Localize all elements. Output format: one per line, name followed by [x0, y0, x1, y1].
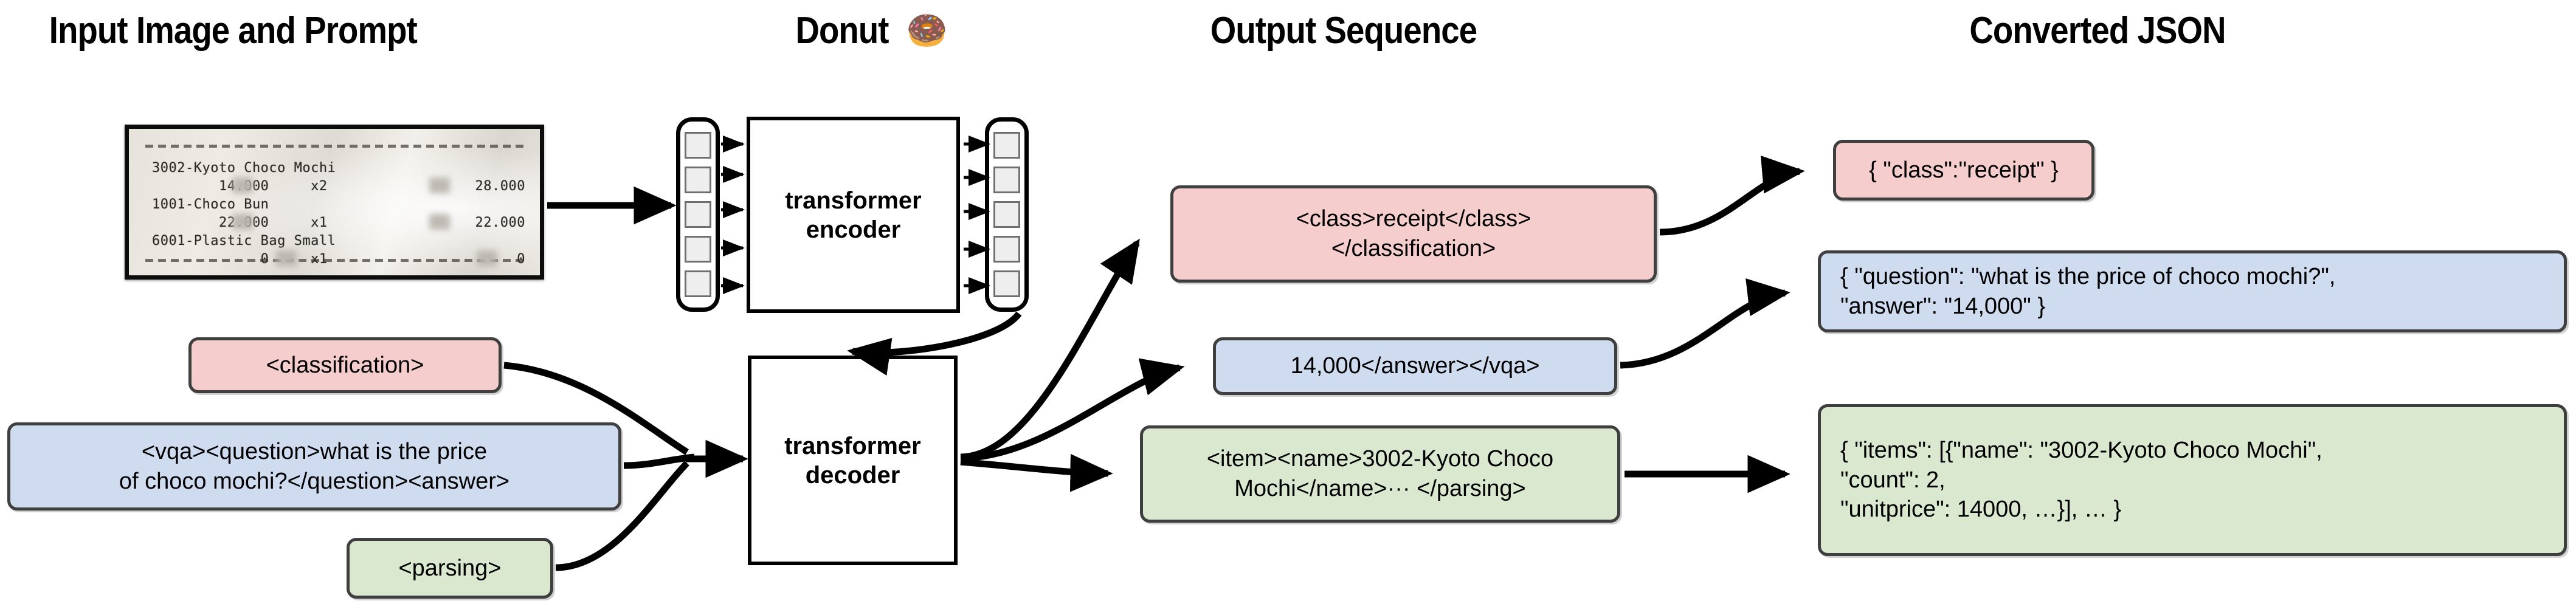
encoder-output-token	[993, 201, 1020, 228]
arrow-output-vqa-to-json	[1620, 278, 1790, 369]
receipt-redaction	[477, 250, 497, 266]
receipt-line: 0 x1	[152, 252, 328, 267]
encoder-output-token	[993, 236, 1020, 263]
input-receipt-image: 3002-Kyoto Choco Mochi 14.000 x2 1001-Ch…	[125, 125, 544, 280]
json-vqa-box: { "question": "what is the price of choc…	[1818, 250, 2567, 332]
receipt-redaction	[429, 214, 450, 230]
output-classification-box: <class>receipt</class> </classification>	[1170, 185, 1657, 283]
encoder-output-token-strip	[985, 117, 1029, 312]
encoder-input-token	[685, 270, 711, 298]
arrows-input-tokens-to-encoder	[721, 135, 745, 294]
arrow-output-classification-to-json	[1659, 156, 1805, 236]
receipt-redaction	[276, 250, 297, 266]
output-parsing-box: <item><name>3002-Kyoto Choco Mochi</name…	[1140, 425, 1620, 523]
encoder-input-token-strip	[676, 117, 720, 312]
receipt-redaction	[429, 177, 450, 193]
transformer-encoder-box: transformer encoder	[747, 117, 960, 313]
receipt-amount: 28.000	[475, 179, 525, 194]
arrow-encoder-output-to-decoder	[847, 311, 1022, 376]
receipt-paper-texture	[129, 129, 540, 275]
receipt-amount: 22.000	[475, 215, 525, 230]
encoder-output-token	[993, 270, 1020, 298]
encoder-input-token	[685, 166, 711, 193]
receipt-amount: 0	[517, 252, 525, 267]
arrow-vqa-prompt-to-decoder	[623, 453, 695, 469]
output-vqa-box: 14,000</answer></vqa>	[1213, 337, 1617, 395]
heading-output-sequence: Output Sequence	[1210, 10, 1477, 52]
receipt-line: 6001-Plastic Bag Small	[152, 233, 336, 249]
heading-converted-json: Converted JSON	[1969, 10, 2226, 52]
arrow-decoder-to-output-parsing	[960, 453, 1113, 492]
heading-input-image-and-prompt: Input Image and Prompt	[49, 10, 418, 52]
transformer-decoder-box: transformer decoder	[748, 356, 958, 565]
receipt-line: 1001-Choco Bun	[152, 197, 269, 212]
encoder-output-token	[993, 131, 1020, 159]
receipt-bottom-dashes	[145, 259, 528, 262]
encoder-input-token	[685, 131, 711, 159]
heading-donut: Donut 🍩	[736, 12, 1003, 50]
receipt-redaction	[232, 177, 253, 193]
encoder-input-token	[685, 201, 711, 228]
json-classification-box: { "class":"receipt" }	[1833, 140, 2094, 201]
receipt-redaction	[232, 214, 253, 230]
encoder-output-token	[993, 166, 1020, 193]
heading-donut-label: Donut	[795, 10, 889, 52]
prompt-classification-box: <classification>	[188, 337, 502, 393]
donut-icon: 🍩	[906, 10, 947, 52]
receipt-top-dashes	[145, 145, 528, 148]
prompt-vqa-box: <vqa><question>what is the price of choc…	[7, 422, 621, 511]
json-parsing-box: { "items": [{"name": "3002-Kyoto Choco M…	[1818, 404, 2567, 556]
prompt-parsing-box: <parsing>	[347, 538, 553, 599]
encoder-input-token	[685, 236, 711, 263]
receipt-line: 3002-Kyoto Choco Mochi	[152, 160, 336, 176]
